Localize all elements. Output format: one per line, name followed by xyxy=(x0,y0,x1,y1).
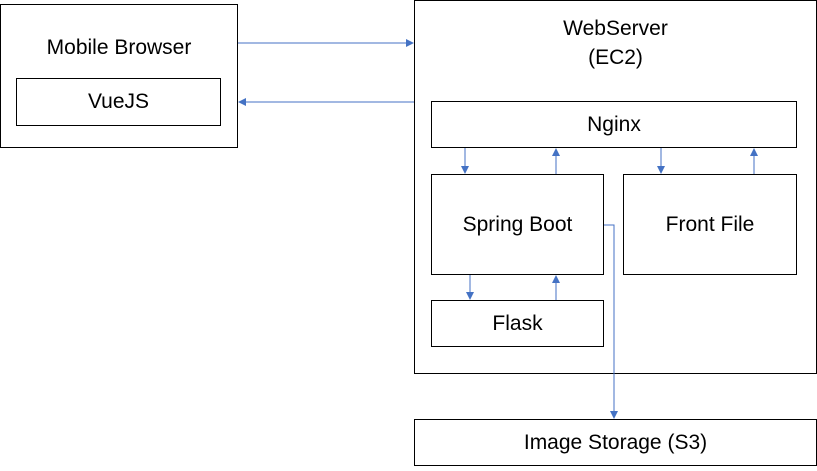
front-file-box: Front File xyxy=(623,174,797,275)
vuejs-box: VueJS xyxy=(16,78,221,126)
spring-boot-label: Spring Boot xyxy=(462,212,573,236)
webserver-label: WebServer xyxy=(563,17,668,40)
flask-label: Flask xyxy=(492,311,543,335)
front-file-label: Front File xyxy=(665,212,755,236)
mobile-browser-box: Mobile Browser xyxy=(0,4,238,148)
nginx-label: Nginx xyxy=(587,112,641,136)
mobile-browser-label: Mobile Browser xyxy=(46,36,192,59)
flask-box: Flask xyxy=(431,300,604,347)
image-storage-label: Image Storage (S3) xyxy=(523,430,708,454)
image-storage-box: Image Storage (S3) xyxy=(414,419,817,466)
spring-boot-box: Spring Boot xyxy=(431,174,604,275)
nginx-box: Nginx xyxy=(431,101,797,148)
webserver-sublabel: (EC2) xyxy=(588,46,643,69)
vuejs-label: VueJS xyxy=(87,90,150,113)
